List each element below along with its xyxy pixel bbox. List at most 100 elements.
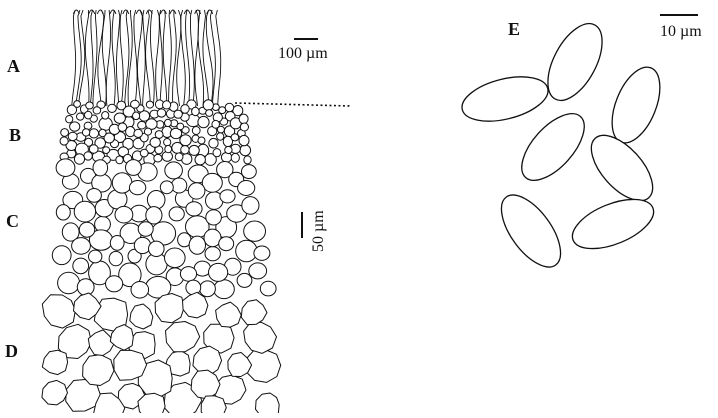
cell-c [260,281,276,296]
scale-label-10um: 10 µm [660,24,702,40]
cell-c [147,191,165,210]
cell-c [189,236,205,254]
paraphysis [143,10,146,106]
paraphysis [72,10,76,106]
cell-d [42,295,75,328]
cell-c [52,246,71,265]
cell-c [109,251,123,265]
paraphysis [150,10,154,106]
cell-b [192,107,200,115]
cell-b [181,146,189,154]
cell-c [202,173,222,192]
cell-b [140,149,148,157]
spores-panel-e [457,15,669,277]
cell-b [217,133,224,140]
cell-b [134,129,143,137]
cell-c [74,201,95,222]
spore [602,60,669,149]
cell-c [238,181,255,196]
scale-bar-50um [301,212,303,238]
label-c: C [6,212,19,230]
cell-c [244,221,266,241]
paraphysis [90,10,93,106]
paraphysis [173,10,177,106]
cell-layers-bcd [42,100,281,413]
cell-c [125,160,141,176]
cell-d [166,322,200,352]
cell-c [186,202,202,216]
cell-c [149,241,165,256]
cell-d [42,380,68,405]
paraphysis [106,10,110,106]
cell-b [189,145,199,155]
cell-b [102,112,109,120]
cell-b [66,116,73,123]
cell-d [83,355,114,386]
cell-b [85,111,92,119]
paraphysis [169,10,172,106]
cell-b [165,145,172,152]
cell-c [131,282,149,299]
cell-b [231,134,239,141]
paraphysis [216,10,221,106]
cell-c [188,183,205,199]
cell-c [58,272,80,293]
cell-b [203,100,213,111]
cell-c [89,250,102,263]
spore [490,185,572,276]
paraphysis [186,10,190,106]
paraphyses-layer-a [72,10,221,106]
cell-b [244,156,251,164]
cell-d [42,350,67,374]
cell-b [146,101,153,108]
cell-c [206,210,222,225]
cell-c [219,237,234,251]
scale-bar-100um [294,38,318,40]
cell-c [146,207,162,224]
cell-c [56,159,75,177]
cell-b [163,101,171,109]
cell-b [150,138,160,148]
cell-c [77,279,94,296]
cell-b [175,153,183,161]
cell-b [165,119,172,126]
cell-b [117,101,126,110]
cell-b [108,104,117,112]
cell-b [89,129,98,138]
cell-d [241,300,267,325]
cell-b [206,110,213,117]
cell-d [130,304,153,329]
cell-d [228,353,252,377]
cell-c [129,181,145,195]
spore [511,103,596,191]
cell-c [165,248,186,268]
cell-d [256,393,280,413]
cell-b [240,145,251,156]
cell-c [209,263,228,281]
cell-b [225,146,232,153]
paraphysis [117,10,120,106]
cell-b [192,127,200,135]
cell-b [239,135,249,145]
cell-c [200,281,216,297]
cell-c [169,207,184,221]
cell-c [138,222,153,237]
cell-c [205,247,220,261]
label-a: A [7,57,20,75]
cell-b [174,110,182,118]
cell-b [157,109,166,117]
cell-b [177,123,184,130]
cell-b [99,129,106,136]
paraphysis [156,10,160,106]
cell-b [219,107,226,114]
paraphysis [120,10,123,106]
cell-c [134,237,150,253]
cell-c [180,267,196,282]
cell-b [225,103,234,111]
cell-b [231,153,239,162]
cell-b [131,100,140,108]
paraphysis [112,10,115,106]
cell-b [68,132,77,140]
cell-d [88,330,114,356]
label-b: B [9,126,21,144]
